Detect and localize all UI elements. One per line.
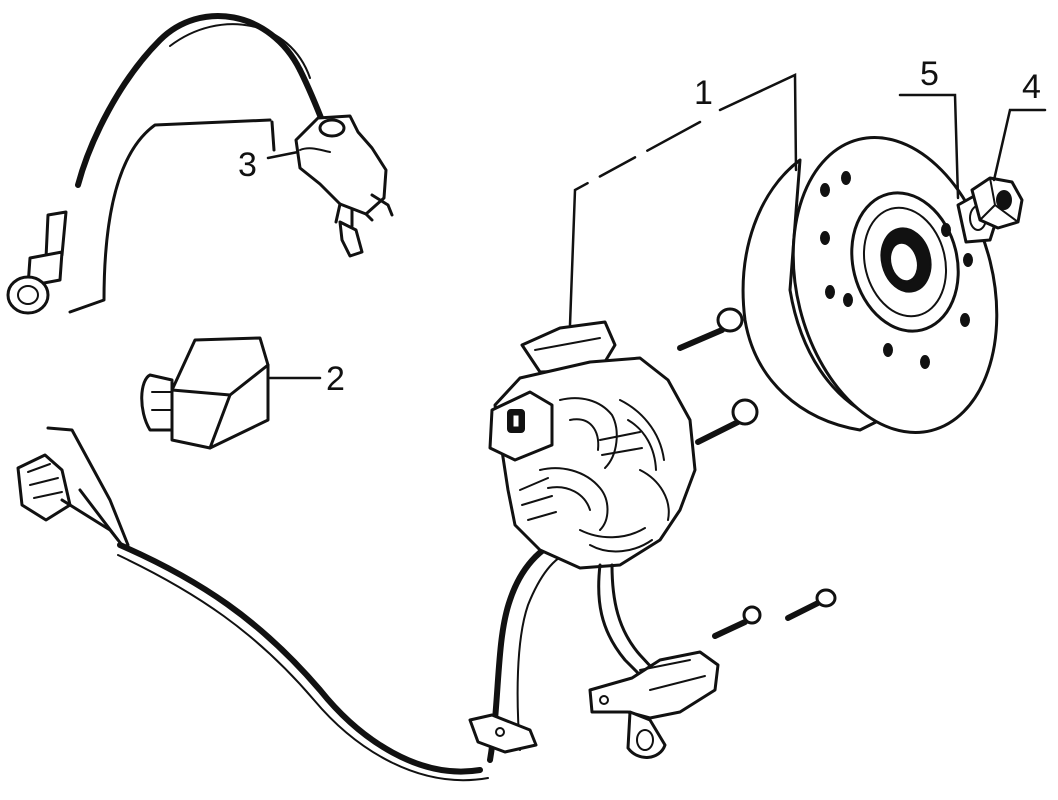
screw-upper-head <box>716 307 744 333</box>
ignition-coil-body <box>294 114 394 258</box>
leader-5 <box>898 93 960 200</box>
leader-4 <box>992 108 1047 182</box>
leader-1-stator <box>568 120 702 327</box>
stator-assembly <box>488 320 697 677</box>
callout-5: 5 <box>920 55 939 93</box>
callout-1: 1 <box>694 74 713 112</box>
stator-lead <box>597 563 642 677</box>
harness-branch-upper <box>46 426 130 547</box>
flywheel-nut <box>970 176 1024 230</box>
stator-screws <box>677 307 837 639</box>
harness-clamp <box>468 713 538 754</box>
callout-labels: 1 2 3 4 5 <box>238 55 1041 398</box>
ht-lead-edge <box>169 23 311 79</box>
ground-wire-tab <box>270 120 276 152</box>
callout-3: 3 <box>238 146 257 184</box>
harness-connector <box>16 453 124 547</box>
harness-edge <box>117 554 489 782</box>
harness-to-stator <box>487 537 568 763</box>
ground-wire <box>68 118 272 314</box>
ht-lead <box>75 13 303 188</box>
leader-1-flywheel <box>718 73 798 172</box>
callout-2: 2 <box>326 360 345 398</box>
callout-4: 4 <box>1022 68 1041 106</box>
callout-leaders <box>266 73 1047 380</box>
leader-3 <box>266 150 300 160</box>
stator-connector <box>588 650 720 759</box>
harness-main <box>117 542 483 775</box>
wiring-harness <box>16 426 571 782</box>
cdi-unit <box>140 336 270 450</box>
screw-upper-shank <box>677 327 725 351</box>
ignition-coil-assembly <box>6 13 394 315</box>
stator-windings <box>519 397 670 553</box>
flywheel-rotor <box>741 136 999 434</box>
flywheel-holes <box>820 171 973 369</box>
spark-plug-cap <box>6 210 68 315</box>
